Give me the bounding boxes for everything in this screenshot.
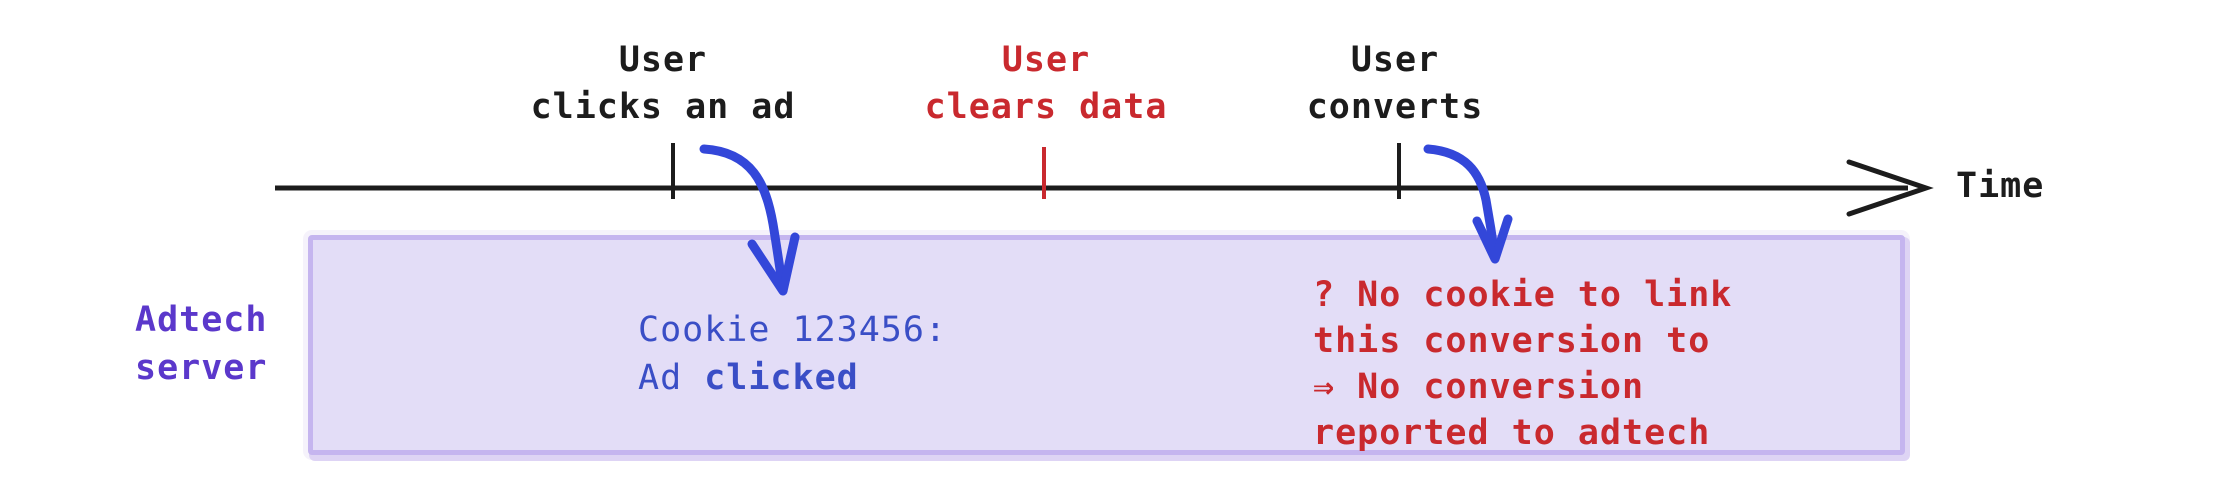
- cookie-log-regular: Ad: [638, 358, 705, 398]
- cookie-log-line: Ad clicked: [638, 354, 947, 402]
- alert-line: ? No cookie to link: [1313, 275, 1733, 315]
- event-label-line: converts: [1306, 87, 1484, 127]
- arrow-convert-to-alert: [1423, 144, 1500, 262]
- event-label-line: User: [1350, 40, 1440, 80]
- adtech-server-label-line: server: [135, 348, 268, 388]
- cookie-log-bold: clicked: [704, 358, 859, 398]
- alert-line: reported to adtech: [1313, 413, 1711, 453]
- event-label-line: User: [618, 40, 708, 80]
- cookie-log-note: Cookie 123456: Ad clicked: [638, 306, 947, 402]
- arrow-click-to-cookie-head-icon: [747, 232, 800, 296]
- alert-line: this conversion to: [1313, 321, 1711, 361]
- event-user-clears-data: User clears data: [925, 37, 1168, 131]
- event-user-clicks-ad: User clicks an ad: [531, 37, 796, 131]
- arrow-convert-to-alert-head-icon: [1472, 214, 1513, 264]
- event-label-line: clears data: [924, 87, 1168, 127]
- event-user-converts: User converts: [1307, 37, 1484, 131]
- cookie-log-line: Cookie 123456:: [638, 310, 948, 350]
- adtech-server-box: [308, 235, 1905, 455]
- arrow-click-to-cookie: [699, 144, 788, 294]
- adtech-server-label-line: Adtech: [135, 300, 268, 340]
- time-axis-label: Time: [1956, 166, 2045, 206]
- event-label-line: clicks an ad: [530, 87, 796, 127]
- timeline-arrowhead-icon: [1846, 159, 1934, 217]
- no-conversion-alert: ? No cookie to link this conversion to ⇒…: [1313, 272, 1732, 456]
- alert-line: ⇒ No conversion: [1313, 367, 1645, 407]
- event-label-line: User: [1001, 40, 1091, 80]
- adtech-server-label: Adtech server: [135, 296, 267, 392]
